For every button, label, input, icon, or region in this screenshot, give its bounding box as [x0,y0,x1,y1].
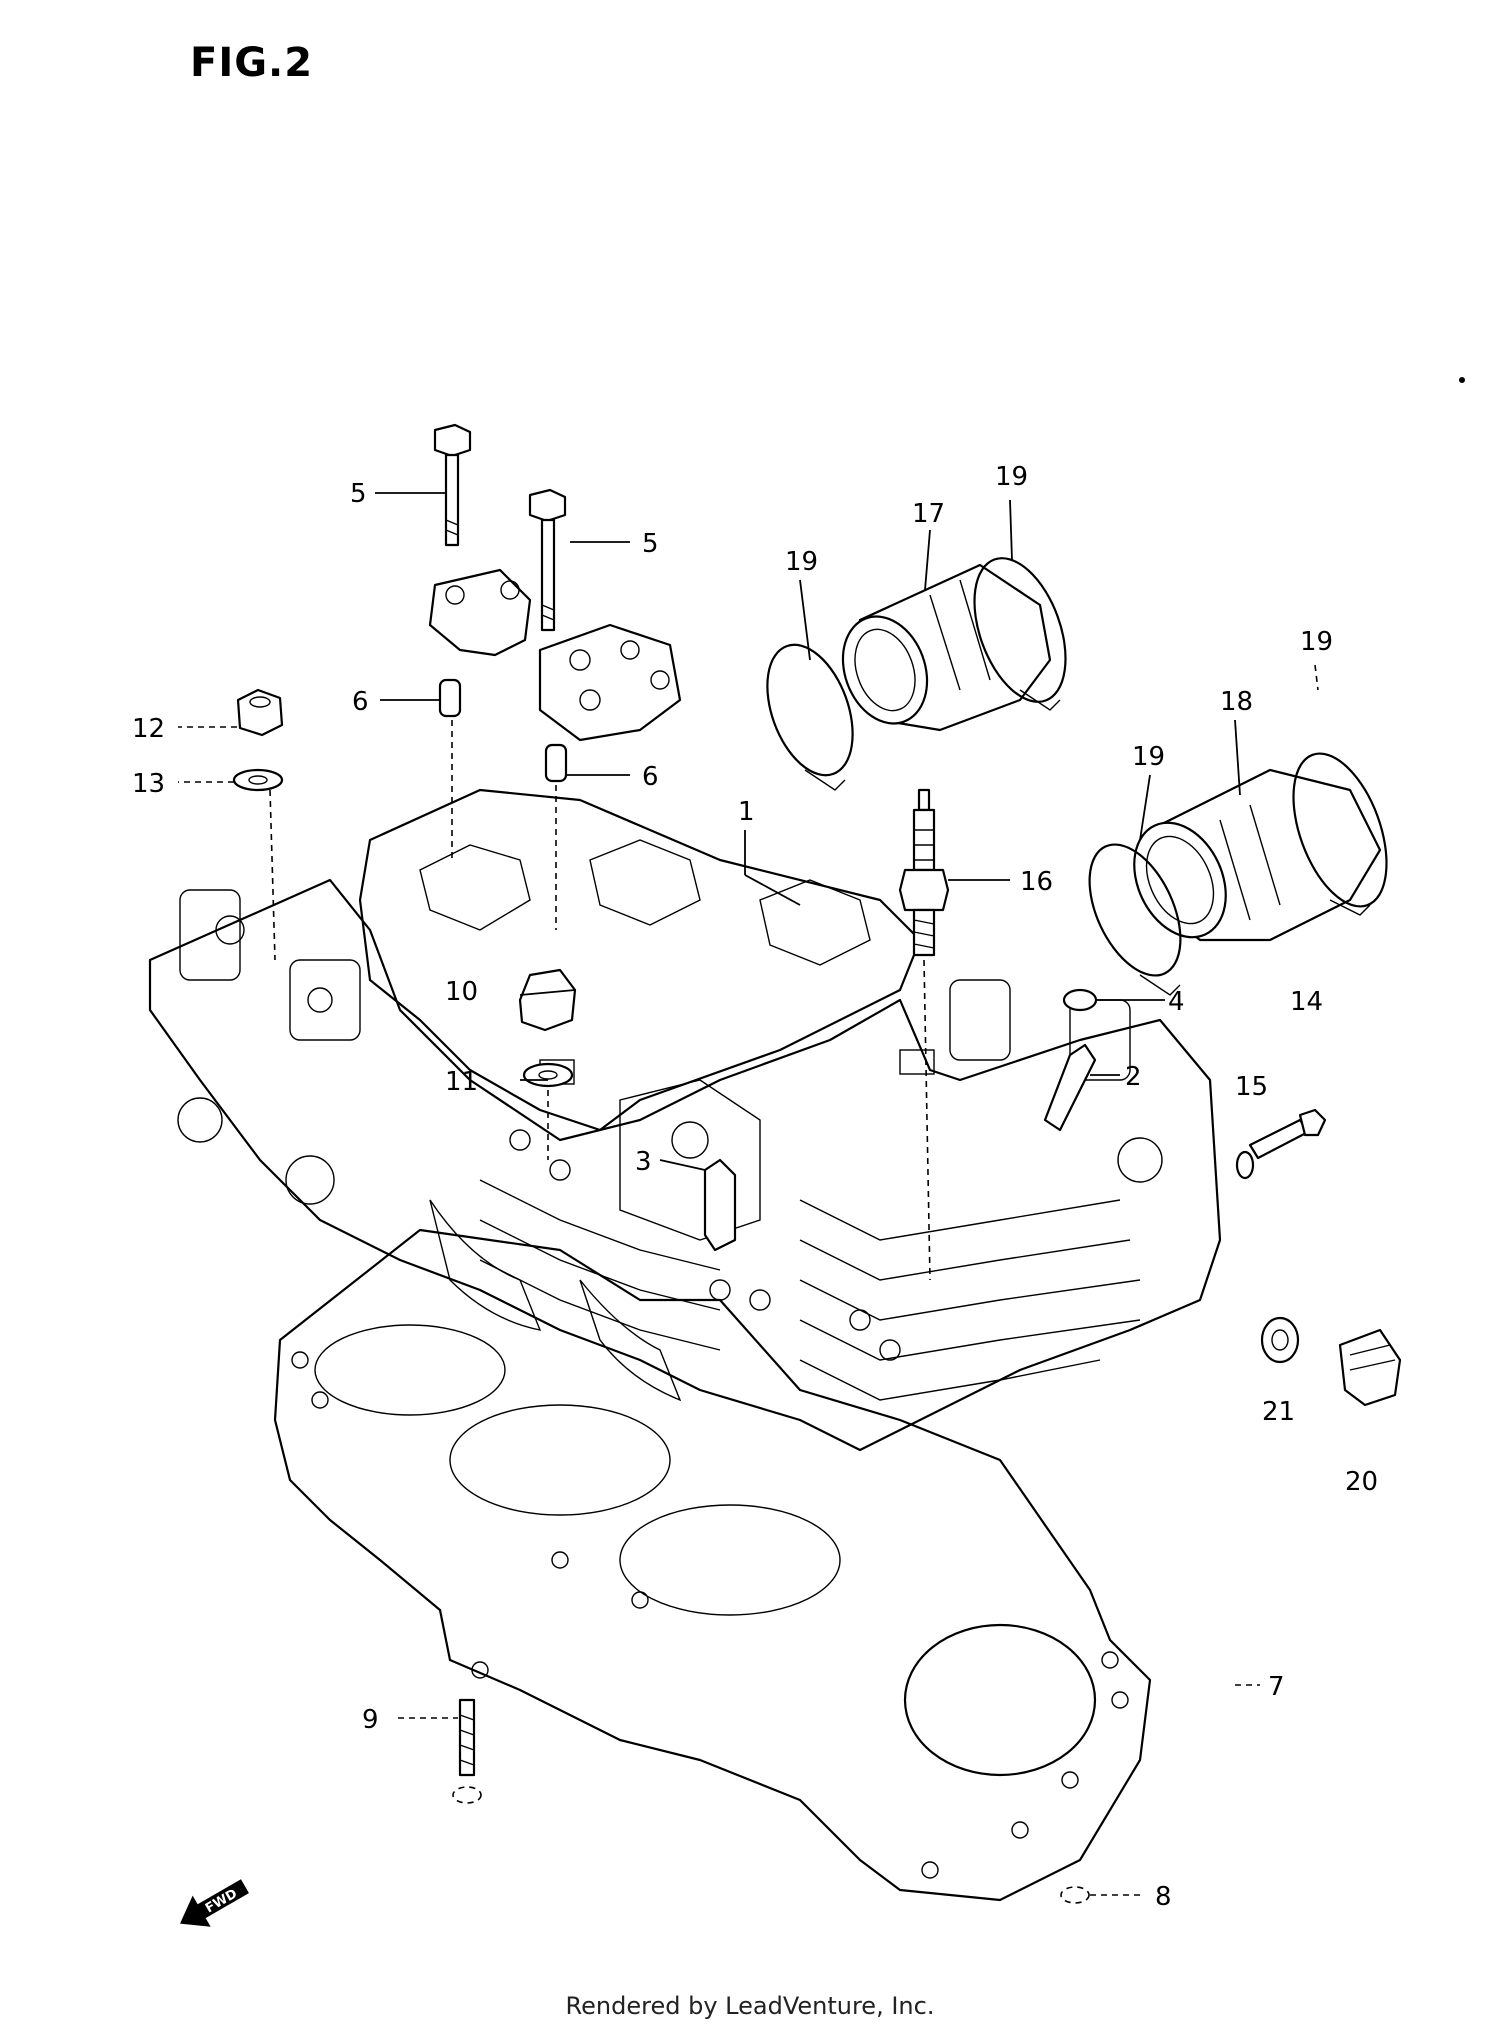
cap-nut-center [518,968,577,1032]
intake-pipe-18 [1133,768,1382,942]
spark-plug [898,788,950,957]
callout-19b: 19 [995,462,1028,492]
figure-title: FIG.2 [190,40,314,86]
clamp-17-rear [973,557,1067,711]
callout-21: 21 [1262,1397,1295,1427]
cam-cap-right [538,623,682,742]
bolt-right [528,488,567,632]
callout-9: 9 [362,1705,379,1735]
callout-12: 12 [132,714,165,744]
intake-pipe-17 [841,563,1052,732]
callout-1: 1 [738,797,755,827]
callout-6b: 6 [642,762,659,792]
clamp-18-front [1088,843,1182,996]
callout-6a: 6 [352,687,369,717]
callout-19a: 19 [785,547,818,577]
callout-10: 10 [445,977,478,1007]
callout-15: 15 [1235,1072,1268,1102]
washer-21 [1260,1316,1300,1364]
callout-18: 18 [1220,687,1253,717]
callout-19c: 19 [1132,742,1165,772]
callout-13: 13 [132,769,165,799]
washer [232,768,284,792]
scan-speck [1459,377,1465,383]
callout-20: 20 [1345,1467,1378,1497]
callout-5a: 5 [350,479,367,509]
dowel-pin-left [438,678,462,718]
callout-8: 8 [1155,1882,1172,1912]
stud-bolt-9 [452,1698,482,1804]
callout-16: 16 [1020,867,1053,897]
fwd-arrow-icon: FWD [180,1879,249,1927]
callout-19d: 19 [1300,627,1333,657]
clamp-17-front [766,643,854,791]
washer-center [522,1062,574,1088]
seal-4 [1062,988,1098,1012]
cylinder-head [148,788,1222,1452]
plug-20 [1338,1328,1402,1407]
callout-11: 11 [445,1067,478,1097]
callout-4: 4 [1168,987,1185,1017]
footer-credit: Rendered by LeadVenture, Inc. [565,1992,935,2020]
callout-5b: 5 [642,529,659,559]
dowel-pin-right [544,743,568,783]
bolt-left [433,423,472,547]
cam-cap-left [428,568,532,657]
valve-guide-3 [703,1158,737,1252]
callout-labels: 5 5 6 6 12 13 19 17 19 19 18 19 1 16 10 … [132,462,1378,1912]
callout-7: 7 [1268,1672,1285,1702]
bolt-15 [1235,1108,1327,1180]
clamp-18-rear [1292,752,1388,916]
callout-3: 3 [635,1147,652,1177]
leader-lines [178,492,1319,1896]
callout-14: 14 [1290,987,1323,1017]
dowel-8 [1060,1886,1090,1904]
callout-17: 17 [912,499,945,529]
cap-nut [236,688,284,737]
callout-2: 2 [1125,1062,1142,1092]
valve-guide-2 [1043,1043,1097,1132]
head-gasket [273,1228,1152,1902]
